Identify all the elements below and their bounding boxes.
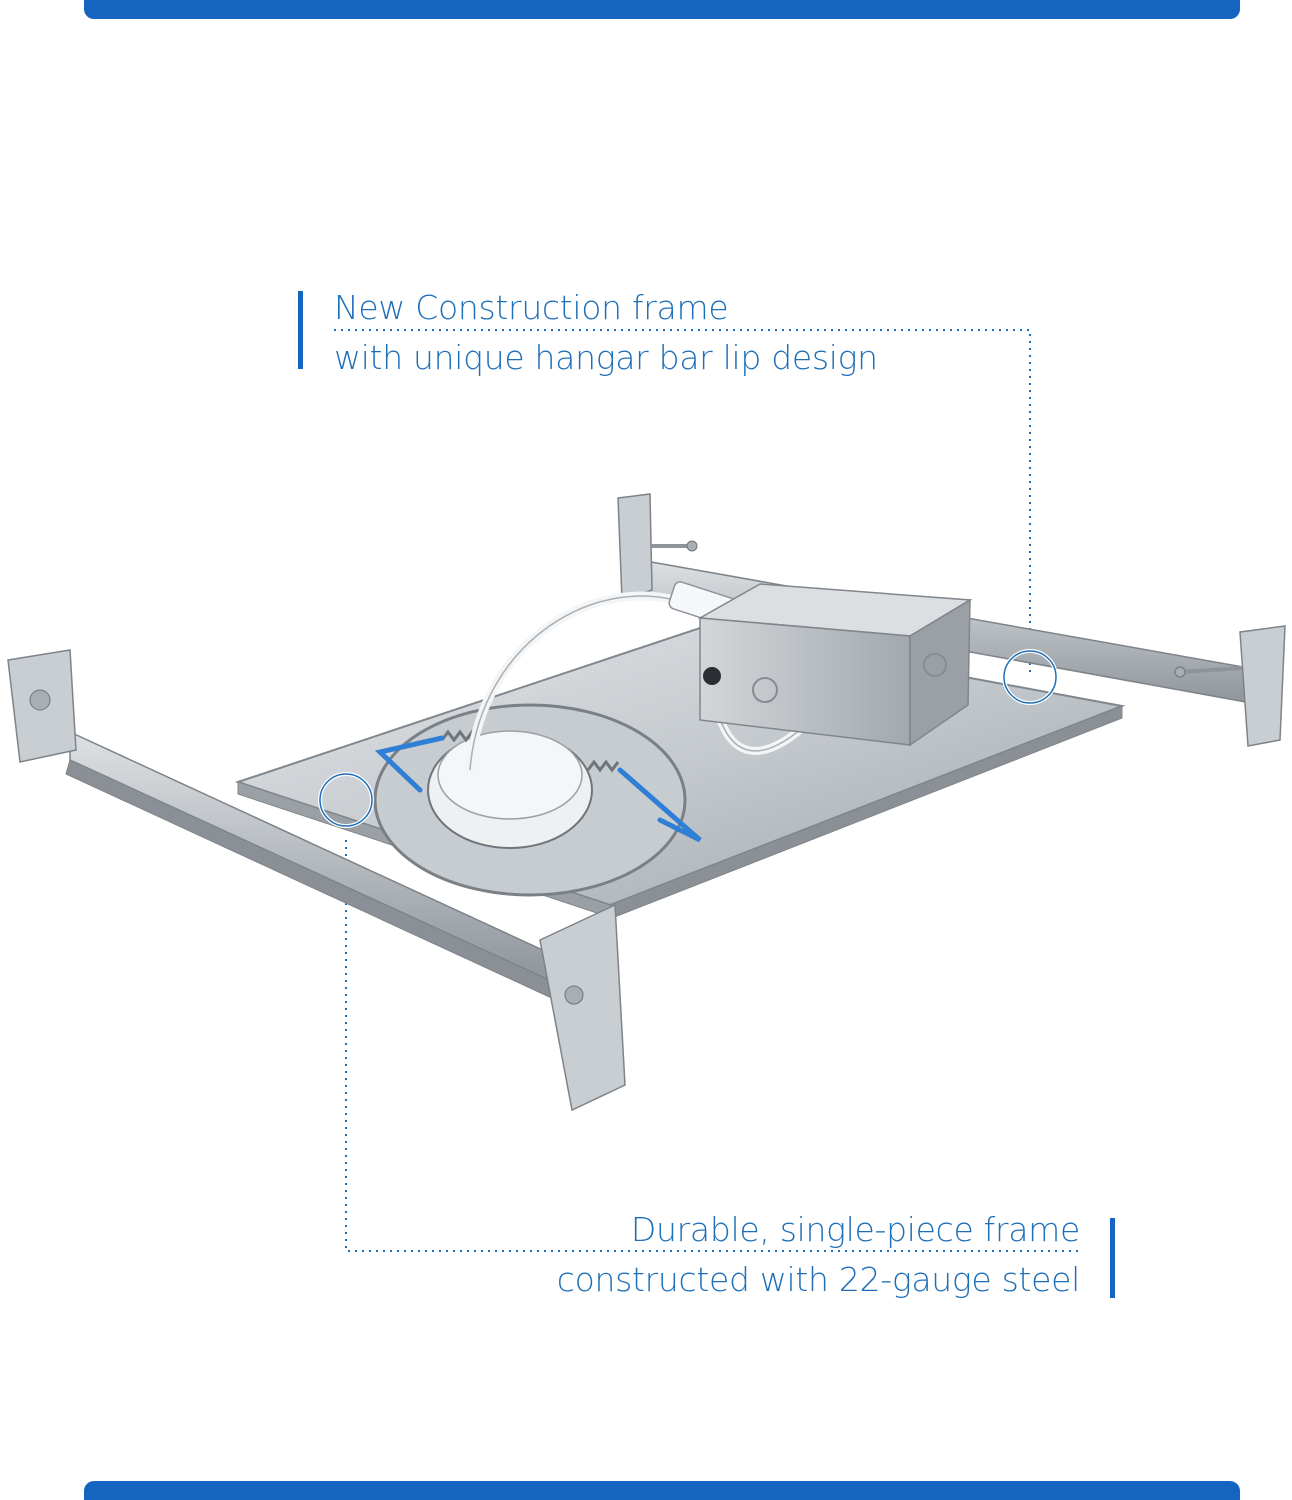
leader-line-bottom [345, 840, 1080, 1252]
callout-hangar-bar-lip: New Construction frame with unique hanga… [334, 283, 878, 383]
bottom-accent-band [84, 1481, 1240, 1500]
callout-bottom-line-2: constructed with 22-gauge steel [556, 1260, 1081, 1299]
blue-clip-right [617, 767, 702, 843]
callout-top-bar [298, 291, 303, 369]
callout-bottom-line-1: Durable, single-piece frame [630, 1210, 1080, 1249]
callout-top-line-2: with unique hangar bar lip design [334, 338, 878, 377]
bracket-back-left [617, 493, 653, 602]
spring-right [586, 759, 620, 773]
bracket-back-right [1239, 625, 1286, 747]
callout-bottom-bar [1110, 1218, 1115, 1298]
blue-clip-left [374, 735, 445, 793]
bracket-front-right [539, 903, 626, 1112]
leader-line-top [334, 329, 1031, 672]
junction-box-side [909, 598, 971, 747]
callout-top-line-1: New Construction frame [334, 288, 729, 327]
callout-single-piece-frame: Durable, single-piece frame constructed … [556, 1205, 1081, 1305]
top-accent-band [84, 0, 1240, 19]
